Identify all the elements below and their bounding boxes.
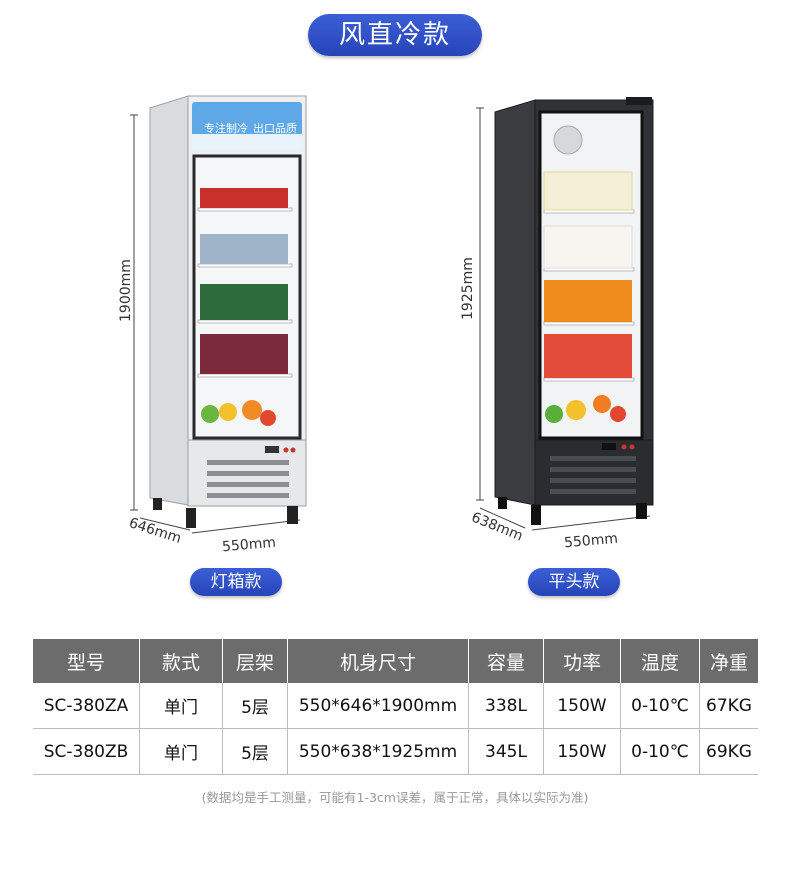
cell-weight: 67KG: [699, 683, 758, 729]
fridge-light-box: 专注制冷 出口品质: [149, 95, 307, 528]
dimension-lines-a: [130, 114, 301, 534]
table-header-row: 型号 款式 层架 机身尺寸 容量 功率 温度 净重: [33, 639, 758, 683]
cell-power: 150W: [543, 683, 621, 729]
header-shelves: 层架: [222, 639, 288, 683]
dimension-lines-b: [476, 107, 651, 531]
header-capacity: 容量: [468, 639, 544, 683]
fridge-illustration: 专注制冷 出口品质: [130, 95, 654, 534]
header-temperature: 温度: [620, 639, 700, 683]
cell-temperature: 0-10℃: [620, 728, 700, 775]
style-label-flat-head: 平头款: [528, 568, 620, 596]
cell-capacity: 338L: [468, 683, 544, 729]
table-row: SC-380ZA 单门 5层 550*646*1900mm 338L 150W …: [33, 683, 758, 729]
cell-shelves: 5层: [222, 683, 288, 729]
header-style: 款式: [139, 639, 223, 683]
cell-temperature: 0-10℃: [620, 683, 700, 729]
cell-weight: 69KG: [699, 728, 758, 775]
header-weight: 净重: [699, 639, 758, 683]
cell-capacity: 345L: [468, 728, 544, 775]
header-power: 功率: [543, 639, 621, 683]
banner-text-left: 专注制冷: [204, 121, 248, 135]
cell-shelves: 5层: [222, 728, 288, 775]
cell-model: SC-380ZB: [33, 728, 140, 775]
cell-style: 单门: [139, 728, 223, 775]
fridge-a-height-label: 1900mm: [118, 259, 134, 322]
header-size: 机身尺寸: [287, 639, 469, 683]
cell-size: 550*646*1900mm: [287, 683, 469, 729]
fridge-b-height-label: 1925mm: [460, 257, 476, 320]
cell-style: 单门: [139, 683, 223, 729]
spec-table: 型号 款式 层架 机身尺寸 容量 功率 温度 净重 SC-380ZA 单门 5层…: [33, 639, 758, 775]
cell-model: SC-380ZA: [33, 683, 140, 729]
style-label-light-box: 灯箱款: [190, 568, 282, 596]
table-row: SC-380ZB 单门 5层 550*638*1925mm 345L 150W …: [33, 728, 758, 775]
banner-text-right: 出口品质: [253, 121, 297, 135]
page-title: 风直冷款: [308, 14, 482, 56]
cell-power: 150W: [543, 728, 621, 775]
measurement-note: (数据均是手工测量，可能有1-3cm误差，属于正常，具体以实际为准): [201, 790, 589, 805]
cell-size: 550*638*1925mm: [287, 728, 469, 775]
header-model: 型号: [33, 639, 140, 683]
fridge-flat-head: [494, 97, 654, 525]
